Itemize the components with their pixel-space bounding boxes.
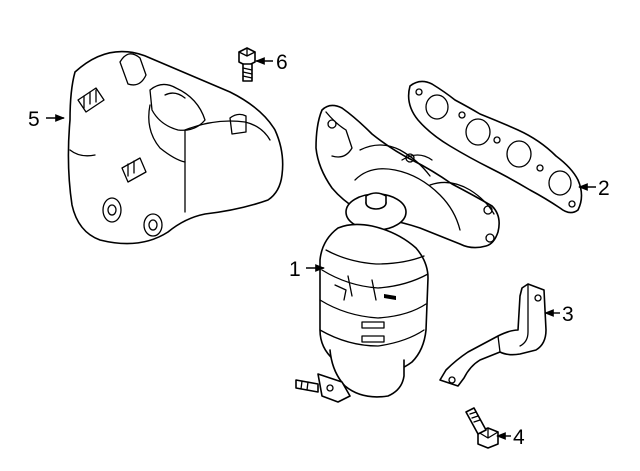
callout-2: 2	[598, 177, 610, 200]
callout-4: 4	[513, 426, 525, 449]
bolt-lower[interactable]	[465, 407, 499, 449]
callout-3: 3	[562, 303, 574, 326]
support-bracket[interactable]	[439, 283, 547, 387]
callout-6: 6	[276, 51, 288, 74]
callout-5: 5	[28, 108, 40, 131]
manifold-gasket[interactable]	[407, 80, 583, 214]
callout-1: 1	[289, 258, 301, 281]
exhaust-manifold-catalytic-converter[interactable]	[295, 104, 500, 403]
heat-shield[interactable]	[67, 50, 284, 245]
bolt-upper[interactable]	[238, 47, 256, 82]
